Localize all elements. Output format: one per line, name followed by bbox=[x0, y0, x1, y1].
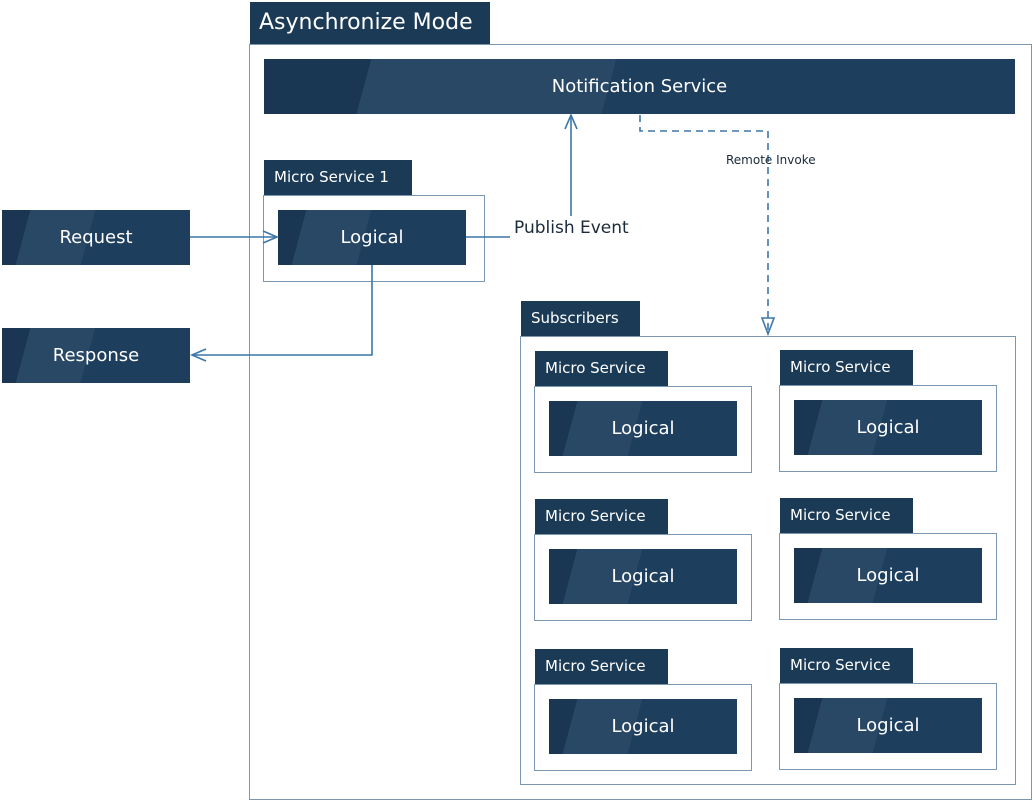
async-mode-title-tab: Asynchronize Mode bbox=[250, 2, 490, 44]
subscriber-ms-title-tab: Micro Service bbox=[780, 648, 913, 683]
subscriber-ms-title-tab: Micro Service bbox=[535, 351, 668, 386]
subscriber-ms-title-tab: Micro Service bbox=[535, 649, 668, 684]
subscriber-ms-logical-block: Logical bbox=[549, 401, 737, 456]
response-arrowhead bbox=[189, 348, 207, 362]
subscriber-ms-logical-block: Logical bbox=[794, 698, 982, 753]
response-block: Response bbox=[2, 328, 190, 383]
request-block: Request bbox=[2, 210, 190, 265]
subscriber-ms-logical-block: Logical bbox=[794, 400, 982, 455]
subscriber-ms-title-tab: Micro Service bbox=[780, 498, 913, 533]
subscriber-ms-logical-block: Logical bbox=[549, 699, 737, 754]
subscriber-ms-title-tab: Micro Service bbox=[535, 499, 668, 534]
micro-service-1-title-tab: Micro Service 1 bbox=[264, 160, 412, 195]
micro-service-1-logical-block: Logical bbox=[278, 210, 466, 265]
subscribers-title-tab: Subscribers bbox=[521, 301, 640, 336]
subscriber-ms-logical-block: Logical bbox=[794, 548, 982, 603]
subscriber-ms-logical-block: Logical bbox=[549, 549, 737, 604]
subscriber-ms-title-tab: Micro Service bbox=[780, 350, 913, 385]
notification-service-block: Notification Service bbox=[264, 59, 1015, 114]
